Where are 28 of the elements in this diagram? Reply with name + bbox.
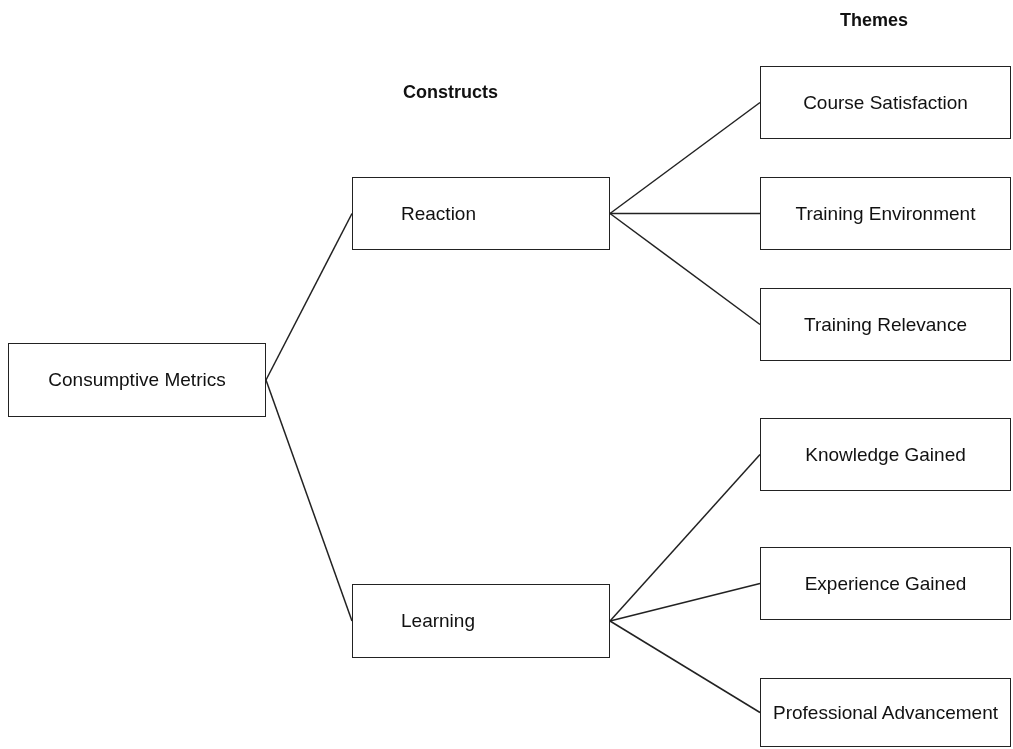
column-heading: Themes [840,10,909,31]
process-box [760,547,1011,620]
connector-line [609,453,761,622]
box-label: Reaction [401,202,476,225]
process-box [760,678,1011,747]
box-label: Training Relevance [804,313,967,336]
process-box [760,288,1011,361]
connector-line [265,212,353,381]
box-label: Training Environment [795,202,976,225]
box-label: Consumptive Metrics [48,369,226,391]
box-label: Knowledge Gained [805,443,966,466]
connector-line [609,620,761,714]
process-box [8,343,266,417]
connector-line [609,582,761,622]
connector-line [609,212,761,215]
box-label: Course Satisfaction [803,91,968,114]
process-box [760,177,1011,250]
process-box [352,584,610,658]
connector-line [609,212,761,326]
process-box [760,418,1011,491]
process-box [760,66,1011,139]
box-label: Learning [401,610,475,632]
process-box [352,177,610,250]
box-label: Experience Gained [804,572,967,595]
connector-line [265,379,353,622]
connector-line [609,101,761,215]
column-heading: Constructs [403,82,498,103]
box-label: Professional Advancement [773,701,998,724]
